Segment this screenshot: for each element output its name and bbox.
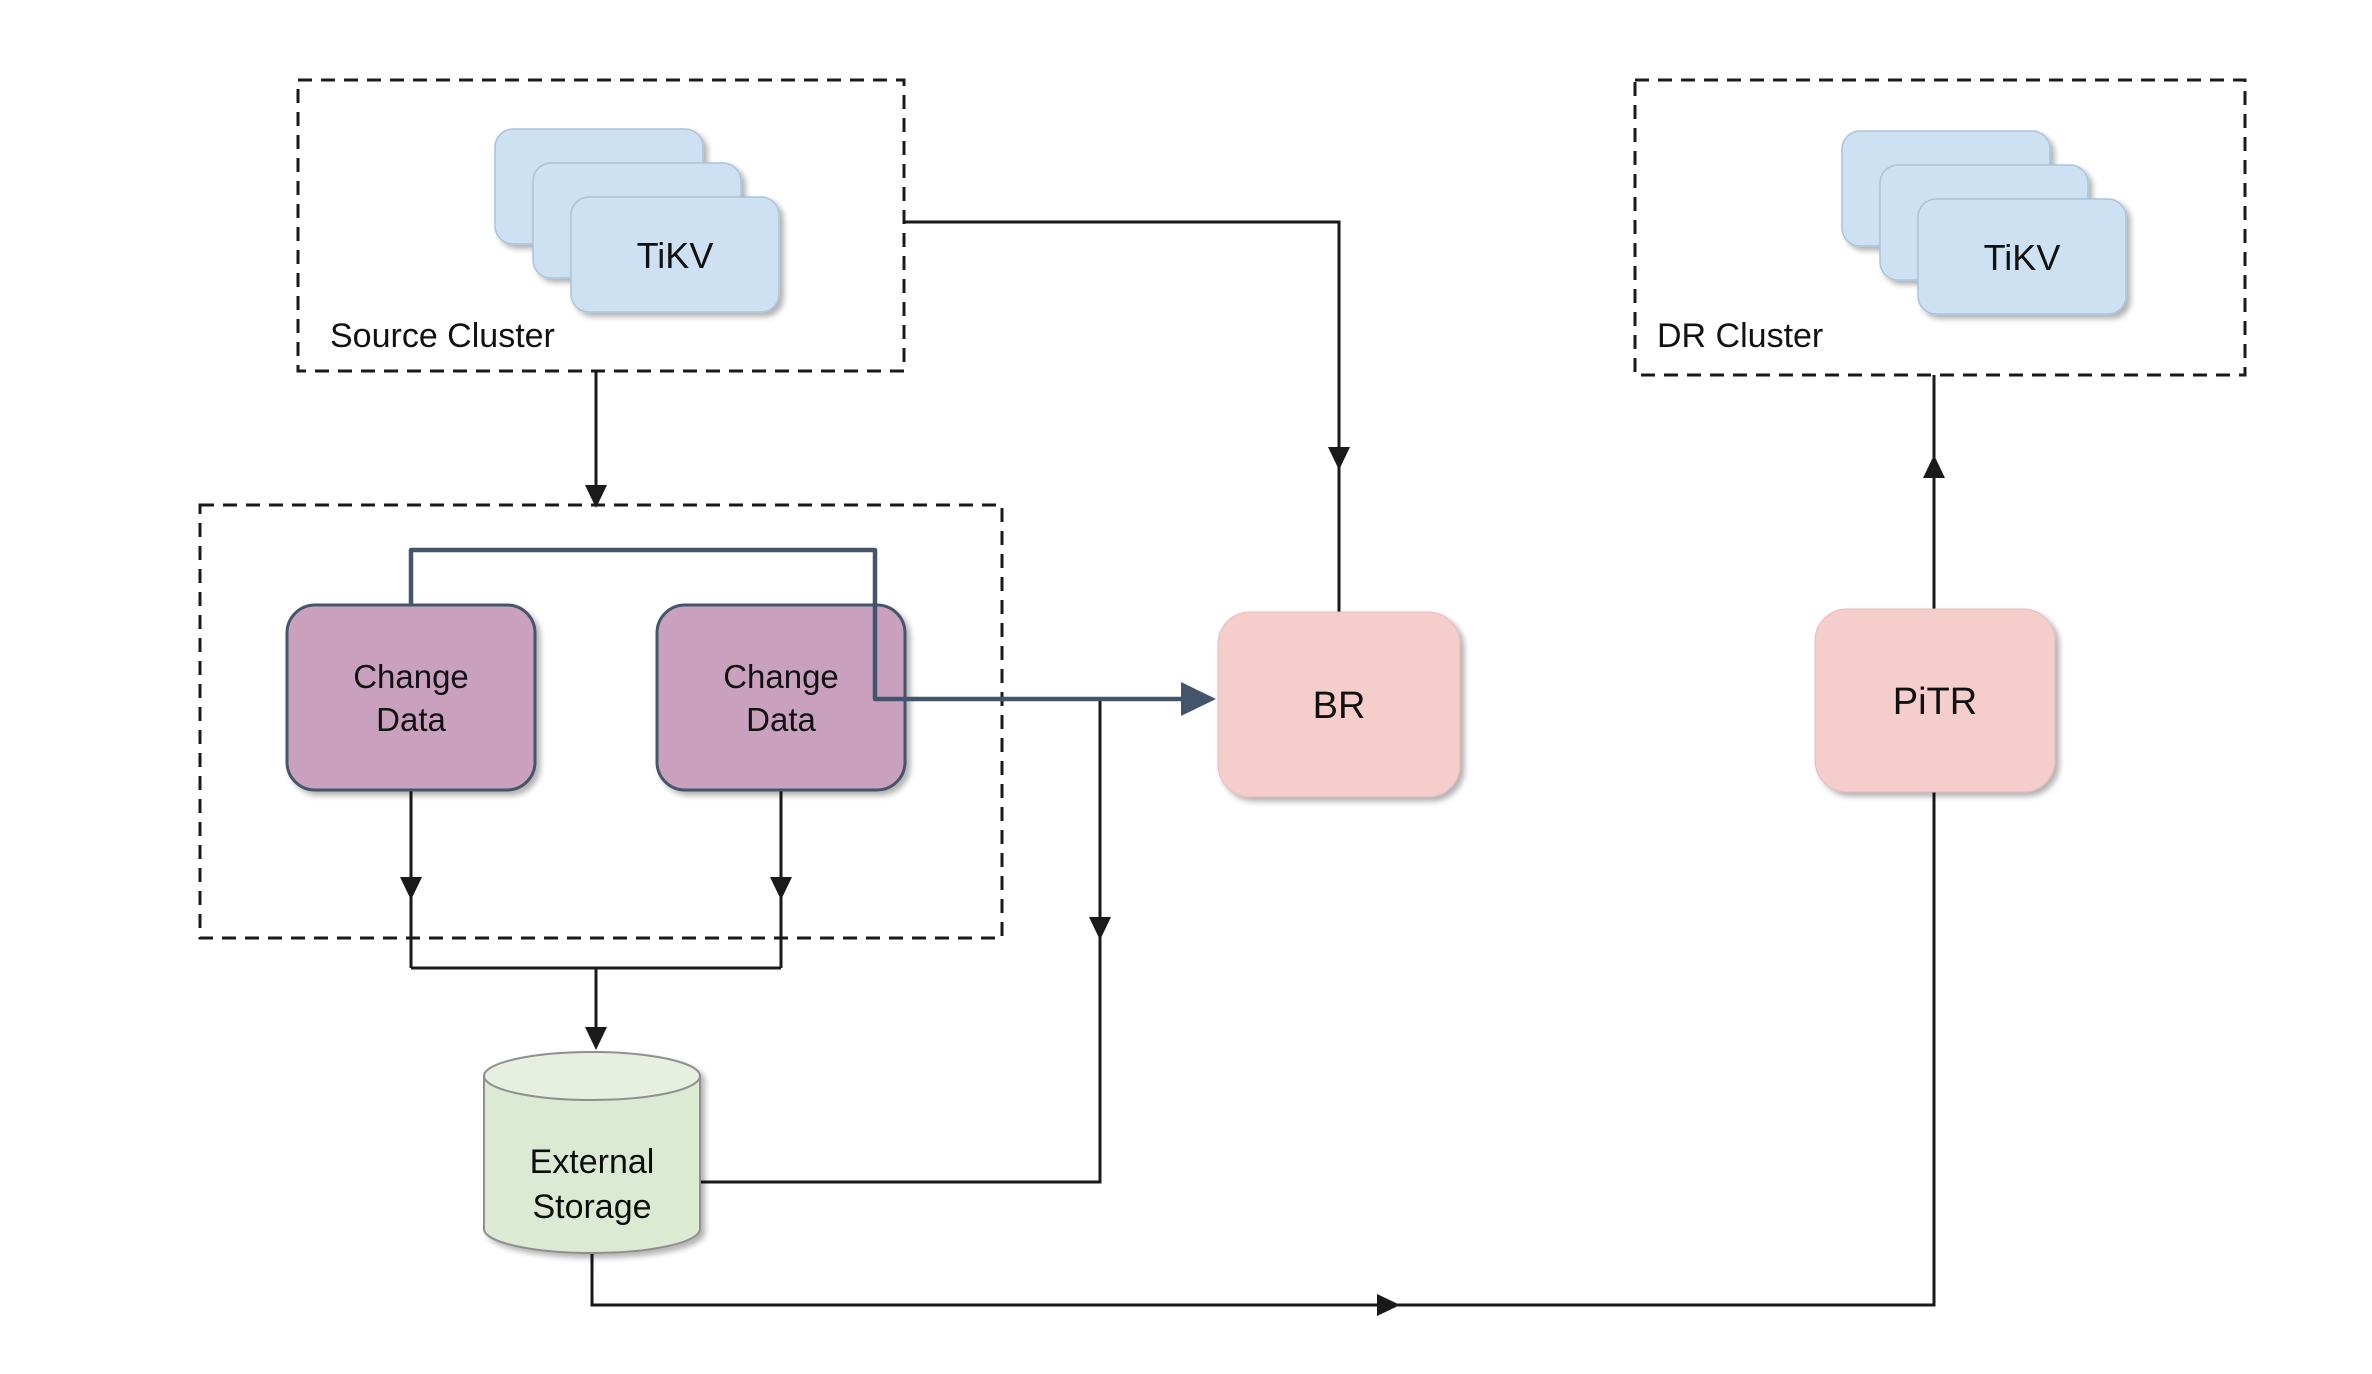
change-data-left-line2: Data [376,701,446,738]
arrowhead-source-to-br [1328,447,1350,470]
dr-cluster-label: DR Cluster [1657,317,1823,355]
external-storage-body [483,1075,701,1254]
pitr-label: PiTR [1893,681,1977,723]
connector-changedata-to-br [408,547,1183,702]
arrowhead-into-storage [585,1027,607,1050]
change-data-right-line2: Data [746,701,816,738]
change-data-right-line1: Change [723,658,839,695]
br-node [1217,611,1461,798]
arrowhead-source-to-changedata [585,485,607,508]
external-storage-line1: External [530,1143,655,1181]
change-data-group-box [198,503,1004,940]
source-cluster-label: Source Cluster [330,317,555,355]
dr-tikv-label: TiKV [1984,237,2061,278]
source-cluster-box [296,78,906,373]
dr-tikv-stack: TiKV [1841,130,2127,315]
source-tikv-front [570,196,780,313]
dr-cluster-box [1633,78,2247,377]
connector-storage-to-pitr [590,792,1936,1307]
external-storage-node: External Storage [483,1051,701,1254]
arrowhead-junction-down [1089,917,1111,940]
arrowhead-pitr-to-dr [1923,455,1945,478]
br-label: BR [1313,685,1366,727]
arrowhead-changedata-right [770,877,792,900]
change-data-right-node [655,603,907,792]
arrowhead-changedata-to-br [1181,682,1216,716]
source-tikv-label: TiKV [637,235,714,276]
arrowhead-changedata-left [400,877,422,900]
pitr-node [1814,608,2056,793]
arrow-source-to-br [904,220,1341,612]
change-data-left-node [285,603,537,792]
arrowhead-storage-to-pitr [1377,1294,1400,1316]
external-storage-line2: Storage [532,1188,651,1226]
external-storage-top [483,1051,701,1101]
connector-br-junction-to-storage [700,699,1102,1184]
dr-tikv-front [1917,198,2127,315]
source-tikv-stack: TiKV [494,128,780,313]
change-data-left-line1: Change [353,658,469,695]
